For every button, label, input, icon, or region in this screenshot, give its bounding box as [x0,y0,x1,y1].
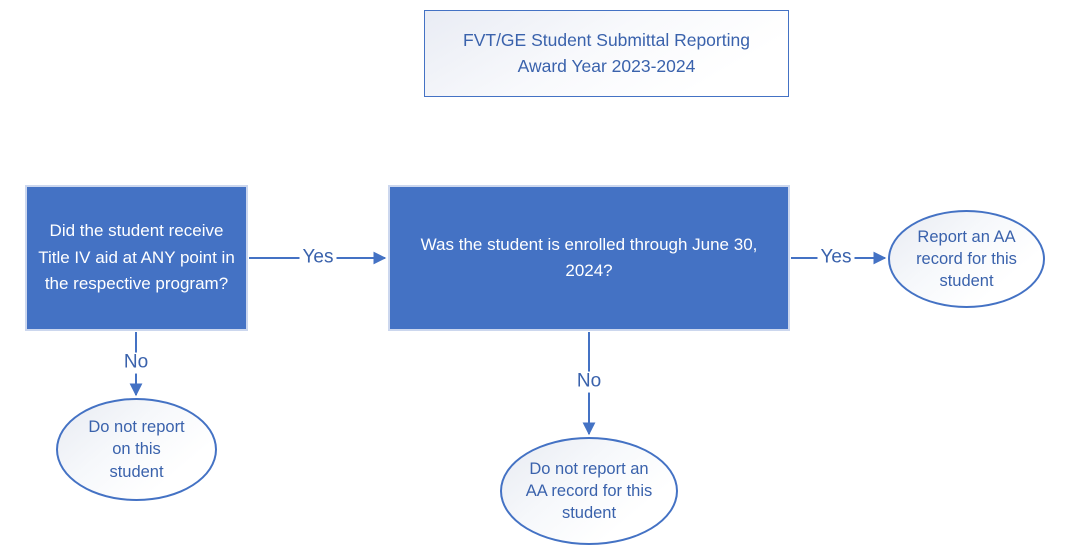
outcome-do-not-report: Do not report on this student [56,398,217,501]
diagram-title-line2: Award Year 2023-2024 [517,55,696,76]
outcome-do-not-report-aa-record: Do not report an AA record for this stud… [500,437,678,545]
decision-title-iv-aid: Did the student receive Title IV aid at … [25,185,248,331]
decision-enrolled-through-june-label: Was the student is enrolled through June… [420,234,758,280]
edge-label-yes-left: Yes [299,247,337,269]
edge-label-no-left: No [120,352,152,374]
edge-label-yes-right: Yes [817,247,855,269]
outcome-report-aa-record-label: Report an AA record for this student [916,227,1017,291]
edge-label-no-middle: No [573,371,605,393]
decision-enrolled-through-june: Was the student is enrolled through June… [388,185,790,331]
outcome-report-aa-record: Report an AA record for this student [888,210,1045,308]
diagram-title-box: FVT/GE Student Submittal Reporting Award… [424,10,789,97]
diagram-title-line1: FVT/GE Student Submittal Reporting [463,30,750,51]
outcome-do-not-report-aa-record-label: Do not report an AA record for this stud… [525,459,653,523]
decision-title-iv-aid-label: Did the student receive Title IV aid at … [38,221,235,294]
outcome-do-not-report-label: Do not report on this student [88,418,185,481]
